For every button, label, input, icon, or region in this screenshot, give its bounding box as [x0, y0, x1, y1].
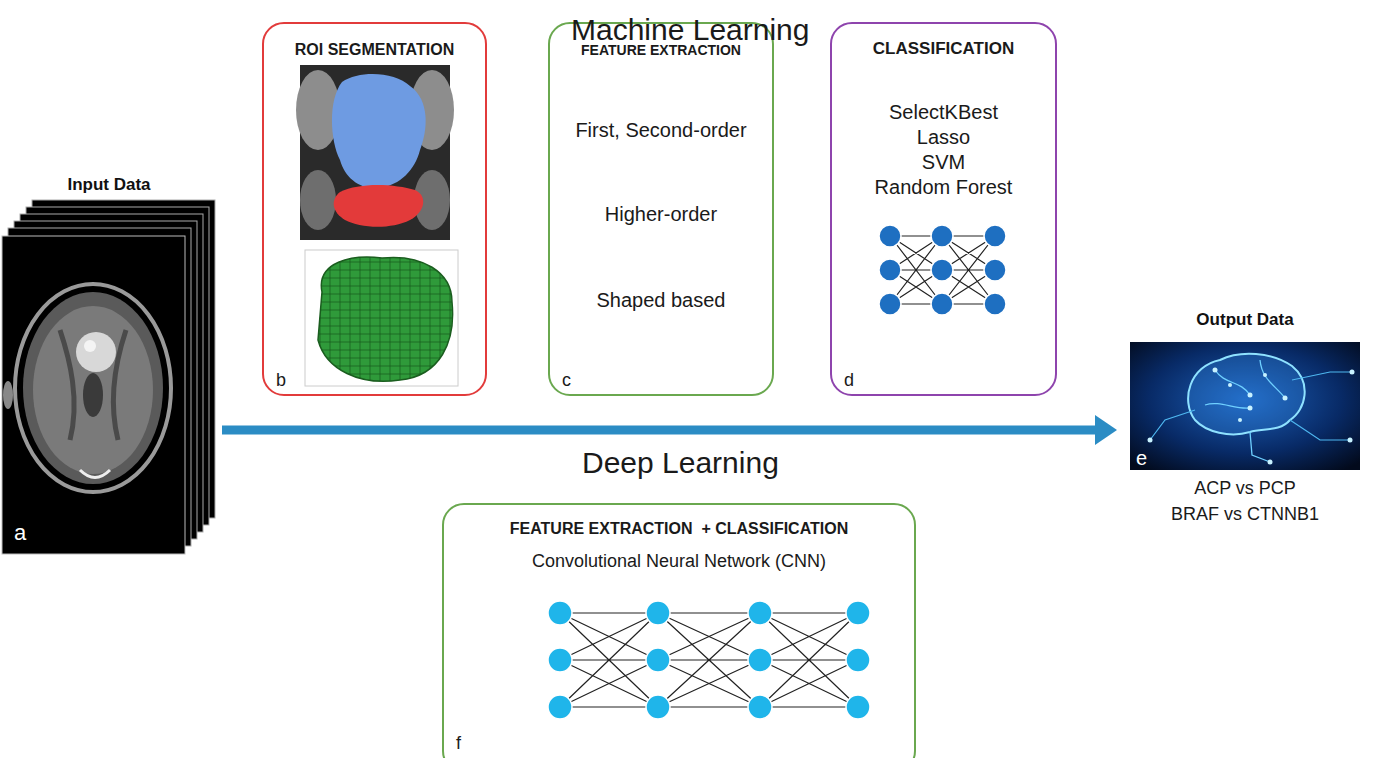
- section-heading: Machine Learning: [571, 12, 810, 48]
- panel-letter: c: [562, 370, 571, 392]
- panel-letter: a: [14, 520, 26, 546]
- box-text: BRAF vs CTNNB1: [1120, 504, 1370, 526]
- box-text: FEATURE EXTRACTION + CLASSIFICATION: [444, 519, 914, 538]
- output-image: Output Data eACP vs PCP BRAF vs CTNNB1: [1120, 310, 1370, 532]
- box-text: Shaped based: [550, 288, 772, 312]
- box-text: First, Second-order: [550, 118, 772, 142]
- box-text: Random Forest: [832, 175, 1055, 199]
- mesh-render: [305, 250, 460, 390]
- feature-box: FEATURE EXTRACTIONFirst, Second-orderHig…: [548, 22, 774, 396]
- panel-letter: d: [844, 370, 854, 392]
- mri-stack: [2, 200, 215, 554]
- panel-letter: b: [276, 370, 286, 392]
- box-text: SVM: [832, 150, 1055, 174]
- box-text: ACP vs PCP: [1120, 478, 1370, 500]
- box-text: ROI SEGMENTATION: [264, 40, 485, 59]
- box-text: SelectKBest: [832, 100, 1055, 124]
- input-image-stack: Input Data a: [0, 175, 218, 560]
- classification-box: CLASSIFICATION SelectKBestLassoSVMRandom …: [830, 22, 1057, 396]
- deep-learning-box: FEATURE EXTRACTION + CLASSIFICATION Convo…: [442, 503, 916, 758]
- box-text: Convolutional Neural Network (CNN): [444, 551, 914, 573]
- roi-mri: [296, 65, 454, 240]
- flow-arrow: [222, 415, 1117, 445]
- cnn-net: [548, 601, 870, 719]
- ai-brain-image: [1130, 342, 1360, 470]
- box-text: Output Data: [1120, 310, 1370, 330]
- box-text: Lasso: [832, 125, 1055, 149]
- box-text: Higher-order: [550, 202, 772, 226]
- section-heading: Deep Learning: [582, 445, 779, 481]
- box-text: Input Data: [0, 175, 218, 195]
- box-text: CLASSIFICATION: [832, 39, 1055, 59]
- roi-box: ROI SEGMENTATION b: [262, 22, 487, 396]
- neural-net: [879, 225, 1006, 315]
- panel-letter: e: [1136, 446, 1147, 470]
- panel-letter: f: [456, 733, 461, 755]
